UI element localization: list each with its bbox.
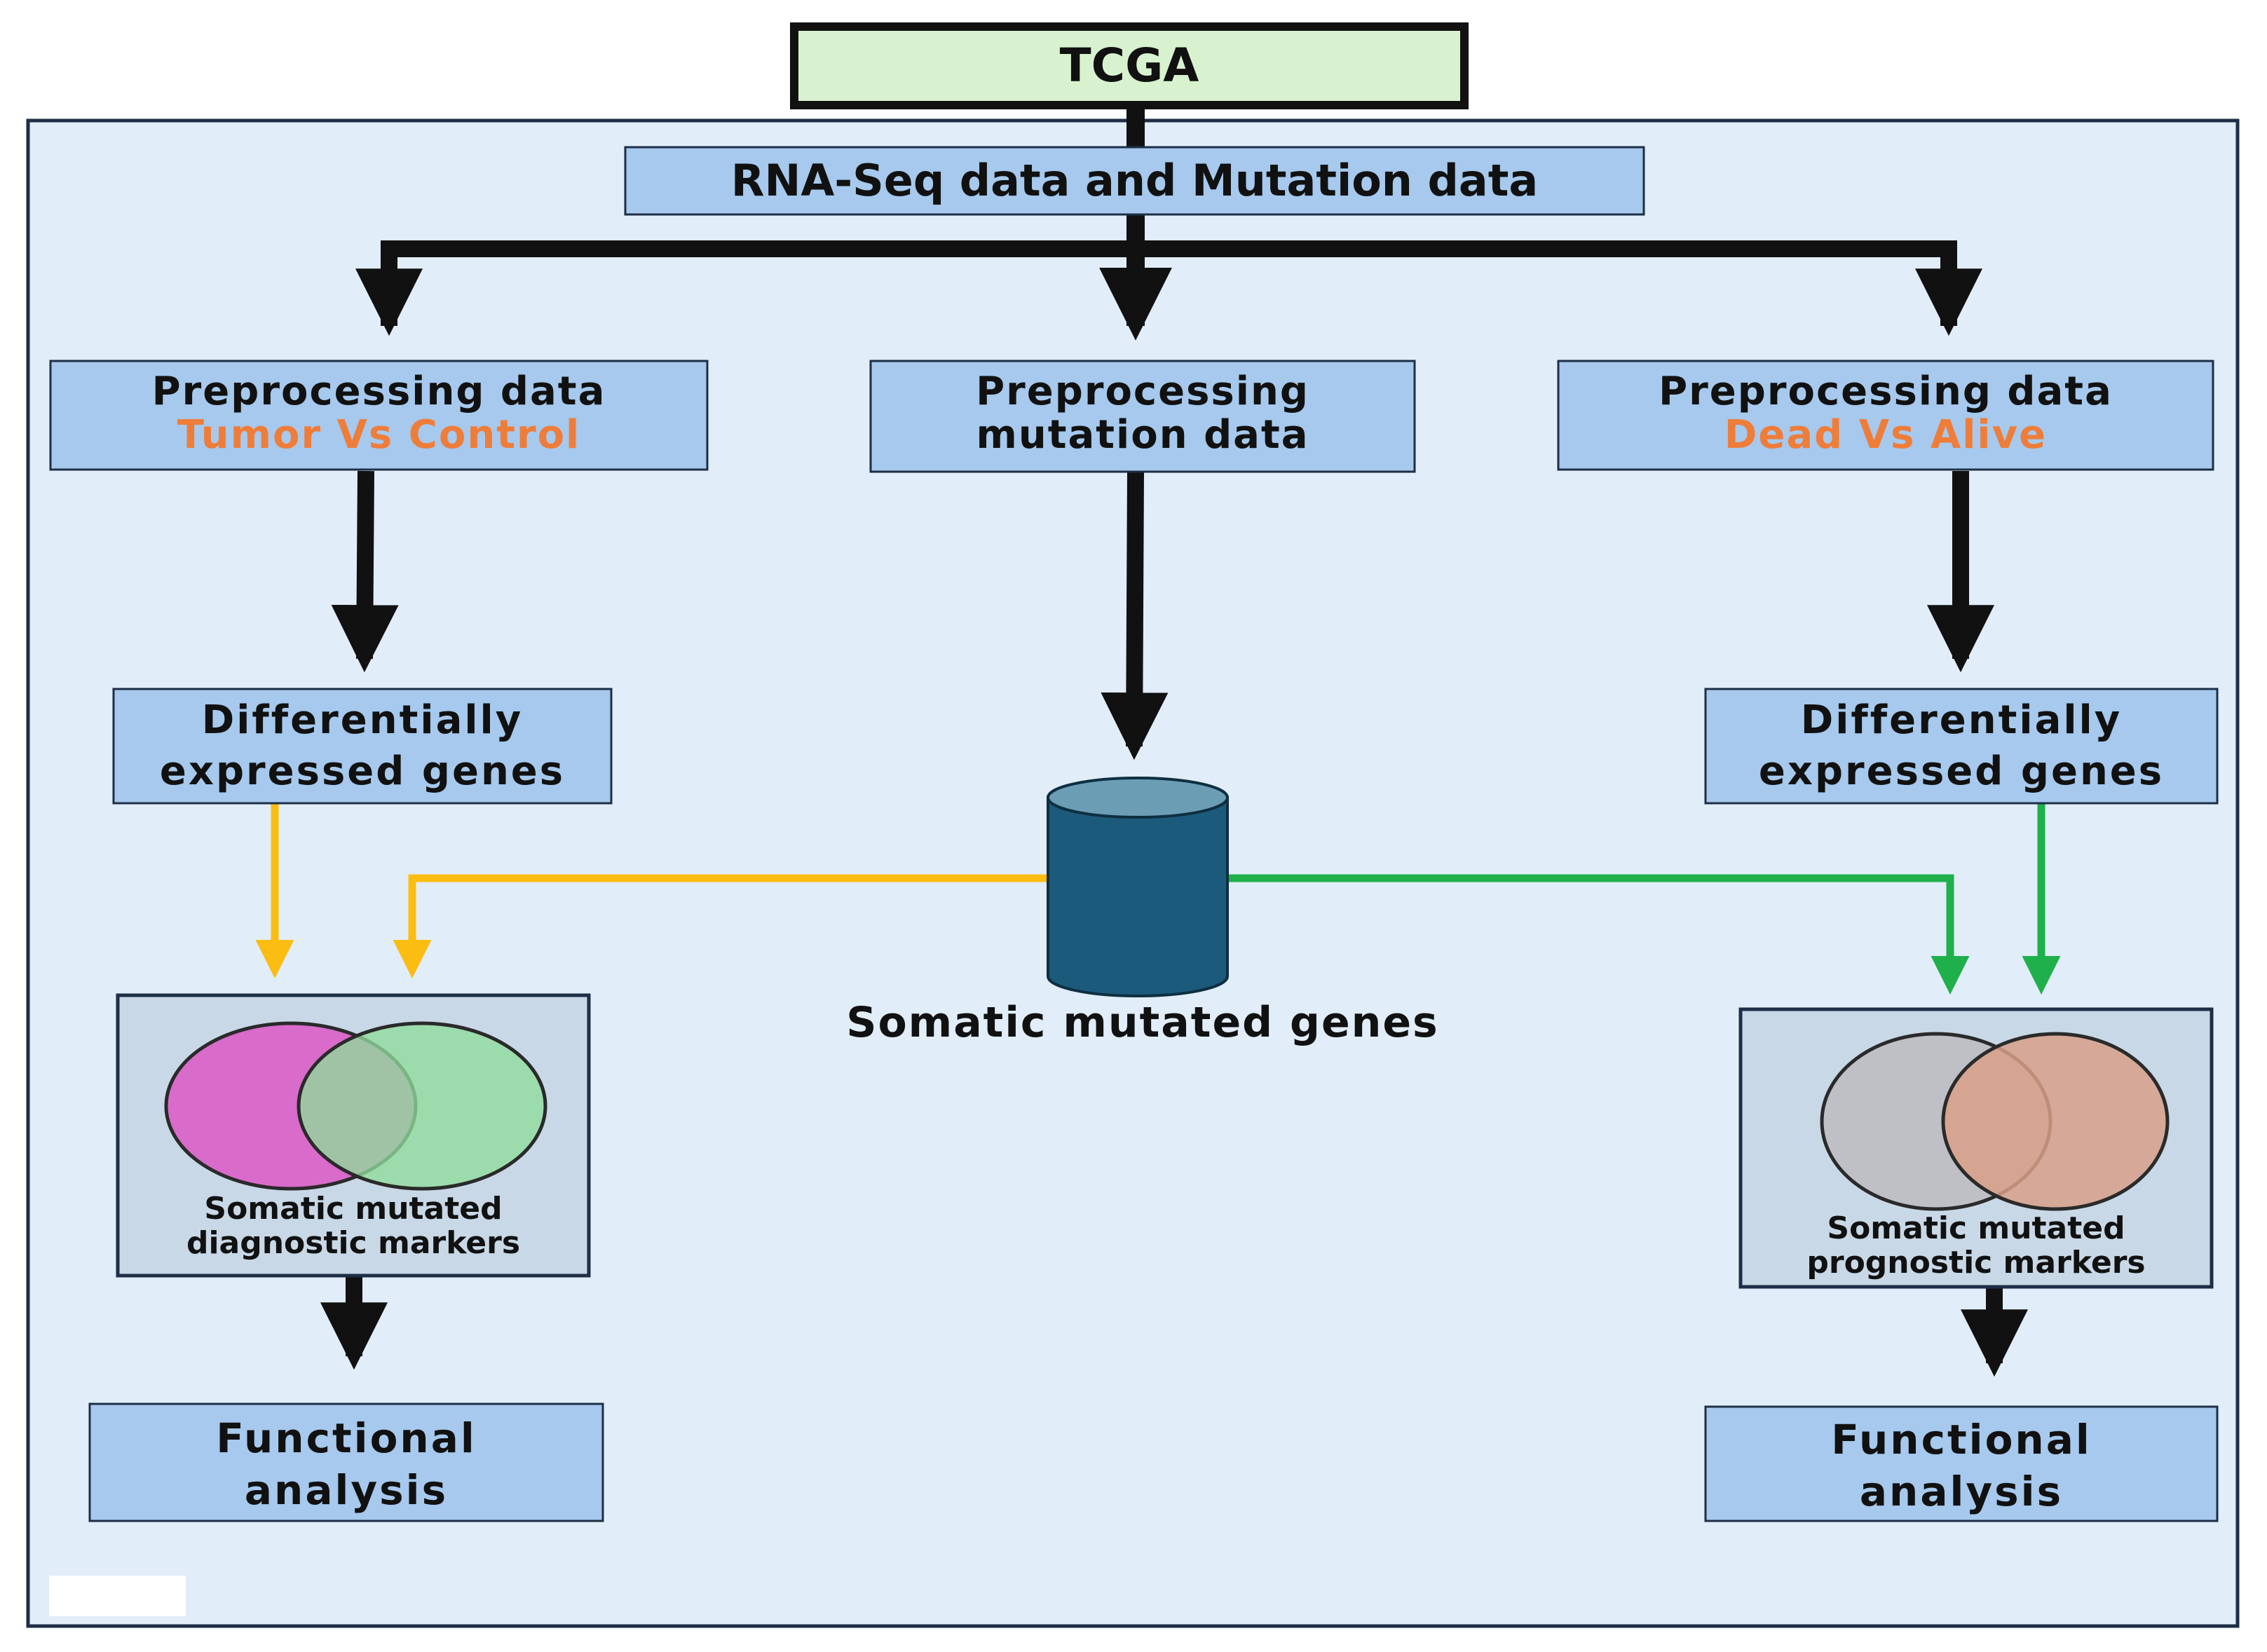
func-left-box bbox=[88, 1402, 604, 1522]
func-left-line2: analysis bbox=[244, 1466, 449, 1515]
deg-left-line2: expressed genes bbox=[159, 748, 566, 794]
venn-left-line2: diagnostic markers bbox=[186, 1225, 521, 1262]
deg-right-label: Differentially expressed genes bbox=[1706, 695, 2217, 798]
preprocess-left-label: Preprocessing data Tumor Vs Control bbox=[50, 370, 707, 456]
data-box bbox=[624, 146, 1645, 216]
venn-left-diagram bbox=[164, 1021, 547, 1191]
preprocess-left-box bbox=[49, 360, 709, 471]
deg-right-box bbox=[1704, 688, 2219, 805]
venn-left-label: Somatic mutated diagnostic markers bbox=[118, 1192, 589, 1261]
tcga-label: TCGA bbox=[794, 34, 1464, 98]
preprocess-left-line1: Preprocessing data bbox=[151, 369, 606, 414]
preprocess-left-line2: Tumor Vs Control bbox=[177, 411, 581, 458]
deg-left-box bbox=[112, 688, 613, 805]
data-box-label-text: RNA-Seq data and Mutation data bbox=[730, 155, 1539, 206]
tcga-label-text: TCGA bbox=[1059, 39, 1199, 93]
somatic-db-label-text: Somatic mutated genes bbox=[846, 998, 1439, 1047]
func-right-line1: Functional bbox=[1831, 1416, 2092, 1463]
preprocess-right-label: Preprocessing data Dead Vs Alive bbox=[1558, 370, 2213, 456]
corner-blank bbox=[49, 1576, 186, 1616]
func-left-line1: Functional bbox=[216, 1414, 477, 1462]
deg-right-line1: Differentially bbox=[1800, 697, 2123, 743]
venn-left-line1: Somatic mutated bbox=[204, 1191, 503, 1227]
yellow-connectors bbox=[255, 804, 1048, 978]
venn-right-line2: prognostic markers bbox=[1806, 1245, 2146, 1281]
func-right-label: Functional analysis bbox=[1706, 1414, 2217, 1517]
preprocess-center-line2: mutation data bbox=[976, 411, 1309, 458]
tcga-box bbox=[790, 22, 1469, 109]
database-cylinder-icon bbox=[1047, 777, 1229, 997]
deg-right-line2: expressed genes bbox=[1758, 748, 2165, 794]
black-connectors bbox=[320, 105, 2028, 1377]
venn-right-line1: Somatic mutated bbox=[1827, 1210, 2125, 1246]
preprocess-center-box bbox=[869, 360, 1416, 473]
preprocess-right-box bbox=[1557, 360, 2214, 471]
deg-left-label: Differentially expressed genes bbox=[114, 695, 611, 798]
data-box-label: RNA-Seq data and Mutation data bbox=[625, 147, 1644, 214]
venn-right-circle-b bbox=[1941, 1032, 2170, 1211]
preprocess-center-label: Preprocessing mutation data bbox=[871, 370, 1415, 456]
venn-right-label: Somatic mutated prognostic markers bbox=[1741, 1211, 2212, 1281]
preprocess-right-line1: Preprocessing data bbox=[1659, 369, 2113, 414]
func-right-line2: analysis bbox=[1859, 1468, 2064, 1516]
func-left-label: Functional analysis bbox=[90, 1412, 603, 1516]
somatic-db-label: Somatic mutated genes bbox=[792, 999, 1493, 1046]
preprocess-right-line2: Dead Vs Alive bbox=[1724, 411, 2048, 458]
venn-right-diagram bbox=[1820, 1032, 2170, 1211]
preprocess-center-line1: Preprocessing bbox=[976, 369, 1309, 414]
green-connectors bbox=[1228, 804, 2061, 995]
deg-left-line1: Differentially bbox=[201, 697, 524, 743]
venn-left-circle-b bbox=[297, 1021, 547, 1191]
func-right-box bbox=[1704, 1405, 2219, 1522]
